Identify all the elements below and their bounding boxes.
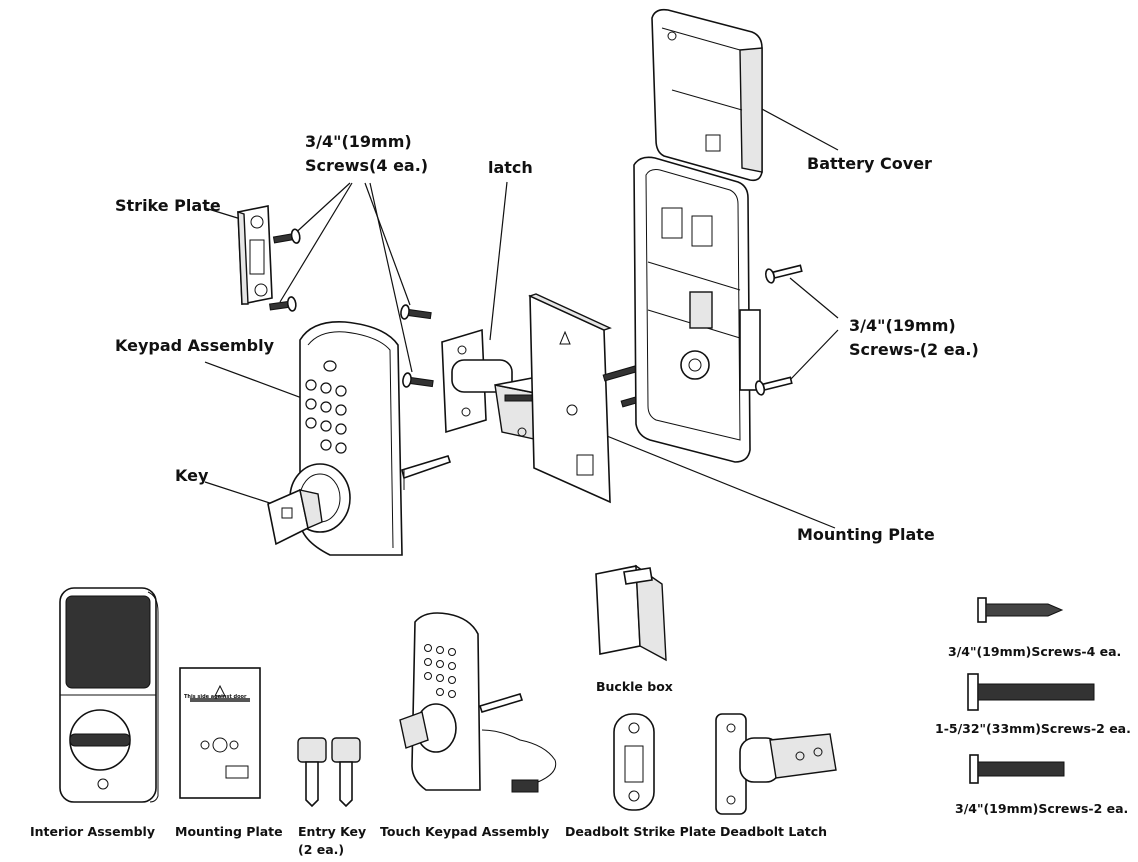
strike-plate-drawing bbox=[237, 205, 273, 305]
screws-2-label-line2: Screws-(2 ea.) bbox=[849, 340, 979, 359]
leader-lines bbox=[204, 107, 839, 529]
screws-4-label-line2: Screws(4 ea.) bbox=[305, 156, 429, 175]
mounting-plate-item-drawing bbox=[179, 667, 261, 799]
deadbolt-strike-drawing bbox=[613, 713, 655, 811]
deadbolt-latch-drawing bbox=[715, 713, 837, 815]
battery-cover-label: Battery Cover bbox=[807, 154, 932, 173]
screws-c-caption: 3/4"(19mm)Screws-2 ea. bbox=[955, 801, 1129, 816]
buckle-box-drawing bbox=[595, 564, 667, 662]
entry-key-caption-line1: Entry Key bbox=[298, 824, 367, 839]
mounting-plate-label: Mounting Plate bbox=[797, 525, 935, 544]
buckle-box-caption: Buckle box bbox=[596, 679, 673, 694]
touch-keypad-drawing bbox=[399, 612, 557, 793]
mounting-plate-print: This side against door bbox=[184, 694, 247, 700]
screws-b-caption: 1-5/32"(33mm)Screws-2 ea. bbox=[935, 721, 1131, 736]
screws-2-label-line1: 3/4"(19mm) bbox=[849, 316, 956, 335]
right-screws-drawing bbox=[754, 264, 803, 396]
deadbolt-latch-caption: Deadbolt Latch bbox=[720, 824, 828, 839]
mounting-plate-caption: Mounting Plate bbox=[175, 824, 283, 839]
key-drawing bbox=[267, 488, 323, 546]
interior-housing-drawing bbox=[633, 156, 761, 463]
strike-plate-label: Strike Plate bbox=[115, 196, 221, 215]
latch-label: latch bbox=[488, 158, 533, 177]
deadbolt-strike-caption: Deadbolt Strike Plate bbox=[565, 824, 716, 839]
screws-4-drawing bbox=[269, 228, 434, 388]
screws-a-caption: 3/4"(19mm)Screws-4 ea. bbox=[948, 644, 1122, 659]
battery-cover-drawing bbox=[651, 8, 763, 182]
key-label: Key bbox=[175, 466, 209, 485]
screw-a-drawing bbox=[977, 597, 1064, 623]
touch-keypad-caption: Touch Keypad Assembly bbox=[380, 824, 550, 839]
interior-assembly-caption: Interior Assembly bbox=[30, 824, 155, 839]
screw-b-drawing bbox=[967, 673, 1095, 711]
entry-key-drawing bbox=[297, 737, 361, 808]
interior-assembly-drawing bbox=[59, 587, 159, 803]
screws-4-label-line1: 3/4"(19mm) bbox=[305, 132, 412, 151]
screw-c-drawing bbox=[969, 754, 1065, 784]
keypad-assembly-label: Keypad Assembly bbox=[115, 336, 274, 355]
mounting-plate-drawing bbox=[528, 293, 612, 504]
entry-key-caption-line2: (2 ea.) bbox=[298, 842, 345, 857]
